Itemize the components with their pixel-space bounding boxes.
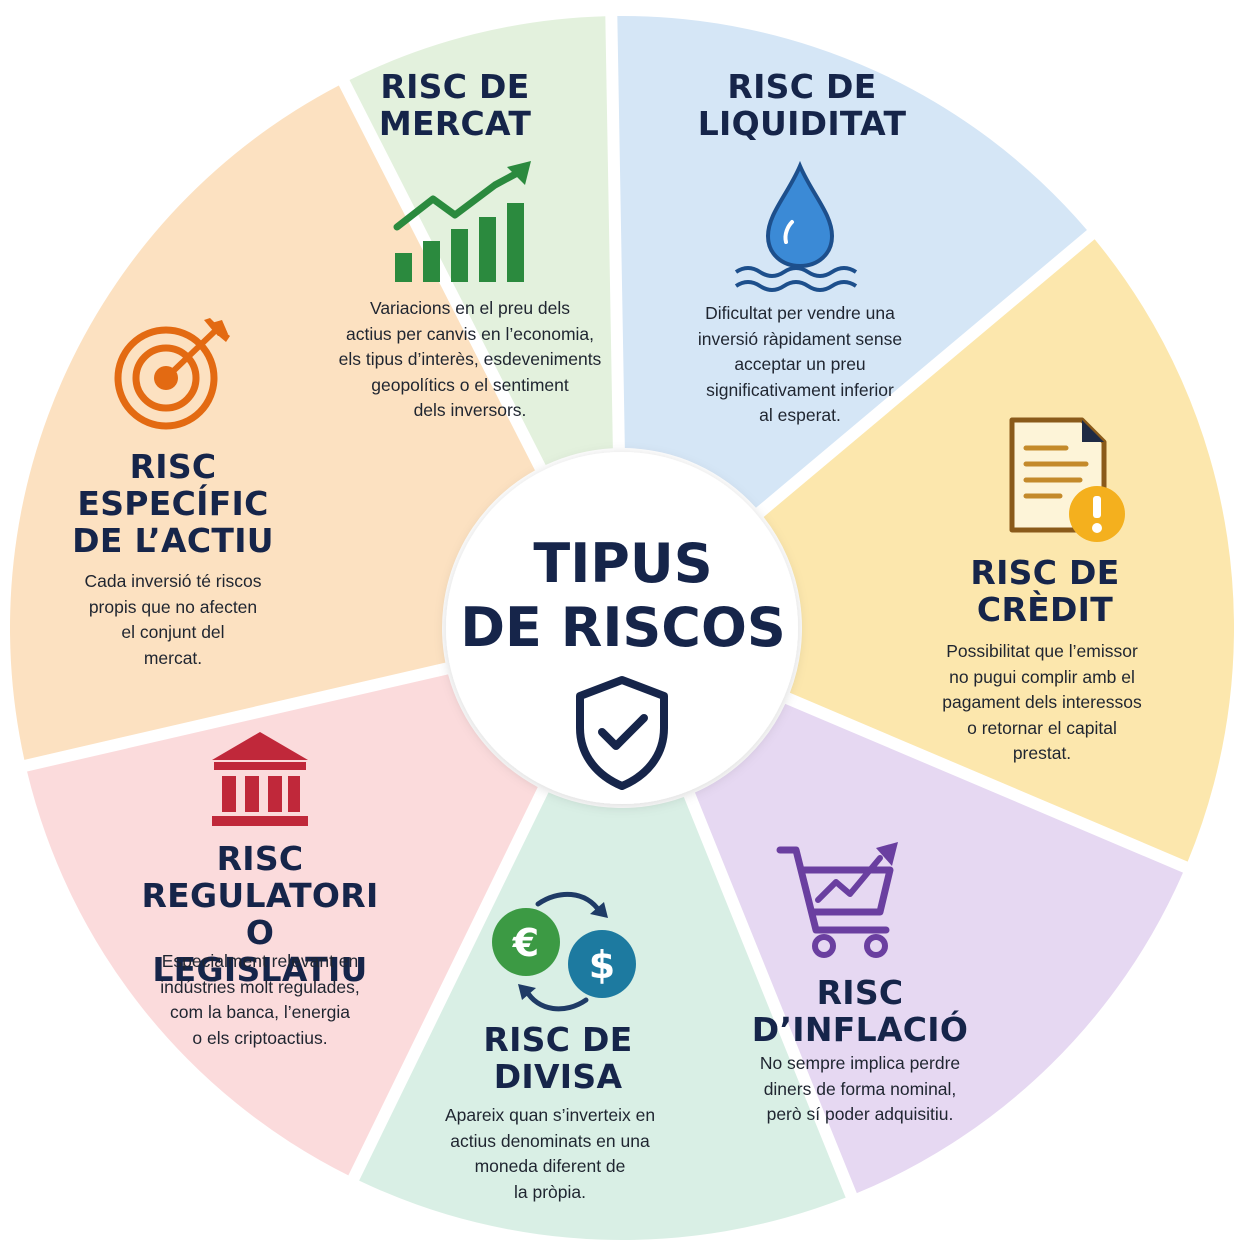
dollar-symbol: $ <box>589 943 615 987</box>
wedge-inflacio <box>694 703 1183 1194</box>
segment-title-divisa: RISC DE DIVISA <box>483 1020 633 1096</box>
segment-title-inflacio: RISC D’INFLACIÓ <box>751 973 969 1049</box>
wedge-liquiditat <box>617 15 1087 508</box>
center-title: TIPUS DE RISCOS <box>460 532 786 659</box>
segment-desc-credit: Possibilitat que l’emissor no pugui comp… <box>942 641 1142 763</box>
segment-title-mercat: RISC DE MERCAT <box>378 67 532 143</box>
euro-symbol: € <box>512 921 539 965</box>
segment-title-regulatori: RISC REGULATORI O LEGISLATIU <box>141 839 379 989</box>
water-drop-icon <box>734 160 858 292</box>
wedge-credit <box>763 239 1234 862</box>
shield-check-icon <box>576 676 668 790</box>
segment-desc-divisa: Apareix quan s’inverteix en actius denom… <box>444 1105 656 1202</box>
government-building-icon <box>212 732 308 826</box>
rising-bar-chart-icon <box>393 161 531 282</box>
wedge-divisa <box>359 792 846 1240</box>
segment-desc-inflacio: No sempre implica perdre diners de forma… <box>759 1053 961 1124</box>
document-alert-icon <box>1009 417 1125 542</box>
segment-desc-mercat: Variacions en el preu dels actius per ca… <box>338 298 602 420</box>
center-circle <box>446 452 798 804</box>
segment-desc-regulatori: Especialment relevant en indústries molt… <box>160 951 360 1048</box>
target-arrow-icon <box>114 318 230 430</box>
segment-desc-especific: Cada inversió té riscos propis que no af… <box>84 571 262 668</box>
wedge-regulatori <box>27 674 538 1176</box>
segment-desc-liquiditat: Dificultat per vendre una inversió ràpid… <box>697 303 903 425</box>
currency-exchange-icon: € $ <box>492 891 636 1012</box>
segment-title-especific: RISC ESPECÍFIC DE L’ACTIU <box>72 447 274 560</box>
segment-title-credit: RISC DE CRÈDIT <box>970 553 1120 629</box>
shopping-cart-trend-icon <box>776 842 898 958</box>
segment-title-liquiditat: RISC DE LIQUIDITAT <box>697 67 907 143</box>
